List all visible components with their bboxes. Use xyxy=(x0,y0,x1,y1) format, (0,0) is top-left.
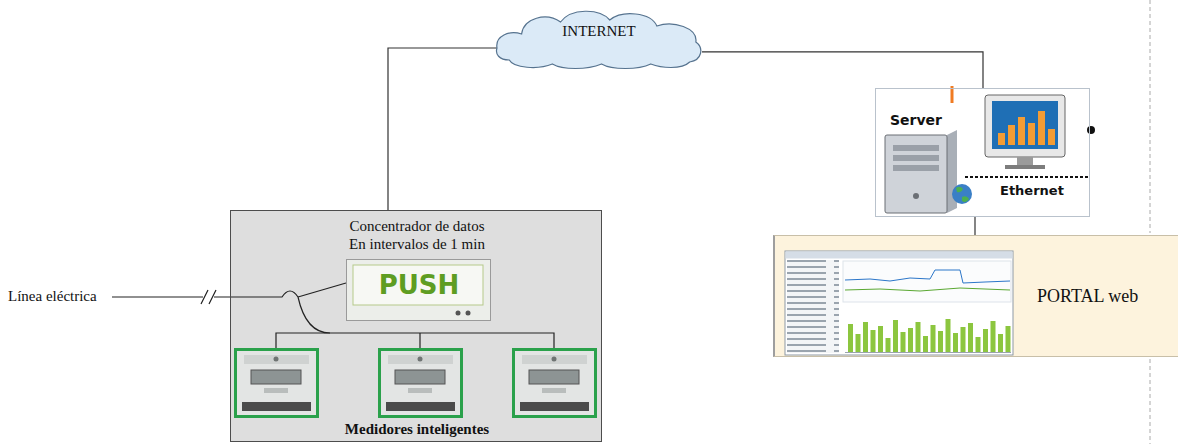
server-picture xyxy=(875,86,1095,217)
illustration-part xyxy=(845,288,1010,291)
illustration-part xyxy=(893,155,939,161)
illustration-part xyxy=(785,251,1013,355)
illustration-part xyxy=(1038,111,1045,145)
illustration-part xyxy=(1017,157,1033,165)
server-box: ServerEthernet xyxy=(875,88,1090,217)
illustration-part xyxy=(112,296,203,297)
illustration-part xyxy=(893,145,939,151)
illustration-part xyxy=(965,176,1088,178)
illustration-part xyxy=(992,101,1058,149)
illustration-part xyxy=(1005,165,1045,169)
illustration-part xyxy=(845,352,1011,353)
network-link xyxy=(974,217,975,235)
portal-label: PORTAL web xyxy=(1037,286,1138,308)
power-wiring xyxy=(112,283,554,348)
illustration-part xyxy=(353,265,483,305)
device-label: PUSH xyxy=(379,270,460,301)
illustration-part xyxy=(985,95,1065,157)
illustration-part xyxy=(1087,126,1095,134)
illustration-part xyxy=(1018,117,1025,145)
portal-panel: PORTAL web xyxy=(773,235,1178,357)
group-title: Concentrador de datos En intervalos de 1… xyxy=(348,217,486,253)
illustration-part xyxy=(419,333,420,348)
illustration-part xyxy=(885,135,947,213)
concentrator-ground xyxy=(230,210,602,442)
illustration-part xyxy=(514,350,596,417)
power-line-label: Línea eléctrica xyxy=(8,287,97,305)
illustration-part xyxy=(848,319,1011,352)
illustration-part xyxy=(952,184,972,204)
smart-meter-pictures xyxy=(236,350,596,417)
illustration-part xyxy=(236,350,318,417)
illustration-part xyxy=(845,270,1010,283)
concentrator-device: PUSH xyxy=(346,259,491,321)
illustration-part xyxy=(214,291,298,297)
cloud-label: INTERNET xyxy=(562,22,635,40)
illustration-part xyxy=(466,311,471,316)
network-label: Ethernet xyxy=(1000,183,1064,199)
illustration-part xyxy=(298,297,330,333)
illustration-part xyxy=(913,193,919,199)
illustration-part xyxy=(956,187,969,202)
illustration-part xyxy=(346,259,490,320)
server-label: Server xyxy=(890,112,942,129)
illustration-part xyxy=(893,165,939,171)
illustration-part xyxy=(1150,359,1151,444)
separator-line xyxy=(1150,0,1151,444)
illustration-part xyxy=(276,333,554,348)
illustration-part xyxy=(875,88,1090,217)
concentrator-device-picture xyxy=(346,259,490,320)
cloud-path xyxy=(496,11,700,68)
illustration-part xyxy=(380,350,462,417)
network-link xyxy=(702,52,983,88)
illustration-part xyxy=(1028,123,1035,145)
network-link xyxy=(388,48,497,210)
illustration-part xyxy=(1008,125,1015,145)
illustration-part xyxy=(298,283,346,297)
illustration-part xyxy=(1150,0,1151,233)
illustration-part xyxy=(843,261,1011,302)
portal-ground xyxy=(773,235,1178,357)
concentrator-box: Concentrador de datos En intervalos de 1… xyxy=(230,210,602,442)
meters-caption: Medidores inteligentes xyxy=(345,420,489,438)
illustration-part xyxy=(787,260,839,353)
portal-screenshot xyxy=(785,251,1013,355)
illustration-part xyxy=(787,260,839,353)
internet-cloud: INTERNET xyxy=(497,8,702,68)
illustration-part xyxy=(786,252,1013,259)
illustration-part xyxy=(1048,129,1055,145)
illustration-part xyxy=(998,133,1005,145)
illustration-part xyxy=(201,290,216,304)
illustration-part xyxy=(456,311,461,316)
